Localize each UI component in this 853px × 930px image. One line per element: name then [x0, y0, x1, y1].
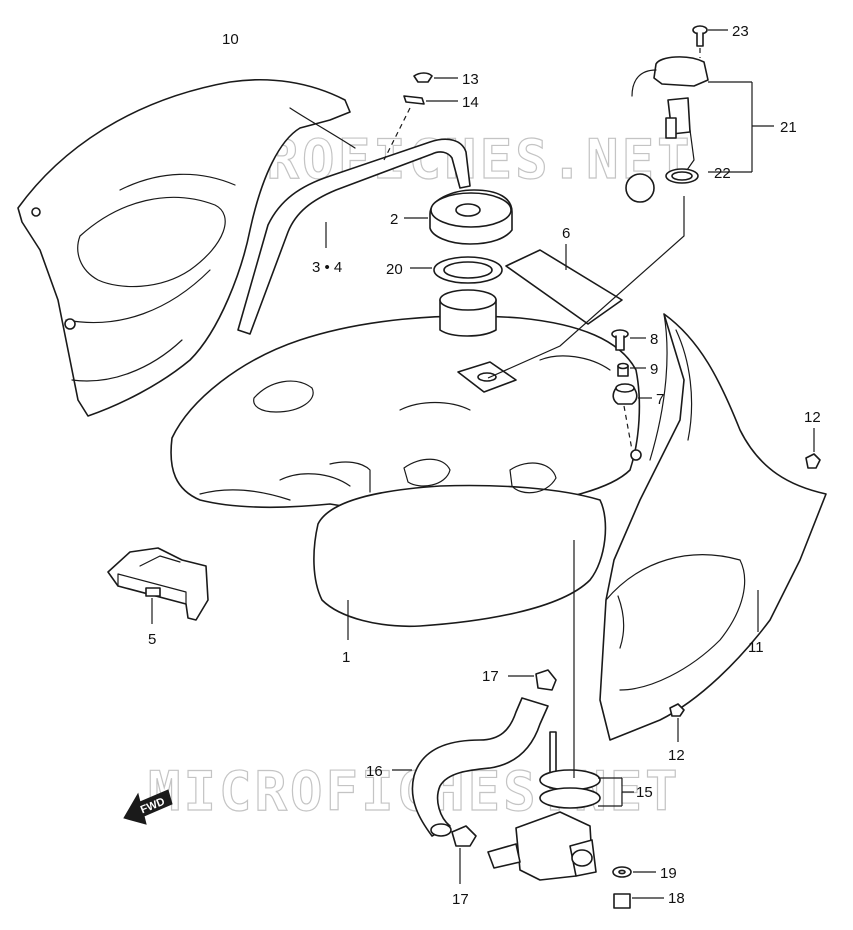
- clip-part-14: [383, 95, 458, 161]
- hose-clamp-part-17-bottom: [451, 825, 477, 884]
- fuel-hose-part-16: [392, 697, 549, 837]
- bolt-part-18: [613, 893, 664, 909]
- callout-19: 19: [660, 865, 677, 882]
- callout-12-top: 12: [804, 409, 821, 426]
- clip-part-13: [413, 72, 458, 83]
- callout-5: 5: [148, 631, 156, 648]
- warning-label-part-6: [505, 244, 623, 325]
- callout-12-bottom: 12: [668, 747, 685, 764]
- callout-8: 8: [650, 331, 658, 348]
- callout-1: 1: [342, 649, 350, 666]
- callout-6: 6: [562, 225, 570, 242]
- breather-hose-part-3-4: [237, 138, 471, 335]
- screw-part-23: [692, 25, 728, 58]
- fuel-cock-part-15: [487, 540, 634, 881]
- callout-2: 2: [390, 211, 398, 228]
- hose-clamp-part-17-top: [508, 669, 557, 691]
- grommet-part-12-top: [805, 428, 821, 469]
- callout-3-4: 3 • 4: [312, 259, 342, 276]
- cap-gasket-part-20: [410, 256, 503, 284]
- fuel-pump-unit-part-21: [487, 56, 774, 379]
- fuel-tank-part-1: [170, 289, 642, 640]
- callout-18: 18: [668, 890, 685, 907]
- grommet-part-12-bottom: [669, 703, 685, 742]
- bracket-part-5: [107, 547, 209, 624]
- callout-17-bottom: 17: [452, 891, 469, 908]
- callout-9: 9: [650, 361, 658, 378]
- callout-16: 16: [366, 763, 383, 780]
- callout-21: 21: [780, 119, 797, 136]
- right-side-cover-part-11: [599, 313, 827, 741]
- callout-numbers: 1 2 3 • 4 5 6 7 8 9 10 11 12 12 13 14 15…: [148, 23, 821, 908]
- callout-15: 15: [636, 784, 653, 801]
- callout-17-top: 17: [482, 668, 499, 685]
- callout-7: 7: [656, 391, 664, 408]
- collar-part-9: [617, 362, 646, 377]
- callout-11: 11: [748, 639, 764, 656]
- cushion-part-7: [612, 383, 652, 451]
- callout-14: 14: [462, 94, 479, 111]
- bolt-part-8: [611, 329, 646, 351]
- fuel-cap-part-2: [404, 189, 513, 245]
- pump-gasket-part-22: [665, 168, 699, 184]
- callout-20: 20: [386, 261, 403, 278]
- callout-23: 23: [732, 23, 749, 40]
- left-side-cover-part-10: [17, 78, 356, 417]
- callout-13: 13: [462, 71, 479, 88]
- callout-22: 22: [714, 165, 731, 182]
- washer-part-19: [612, 866, 656, 878]
- callout-10: 10: [222, 31, 239, 48]
